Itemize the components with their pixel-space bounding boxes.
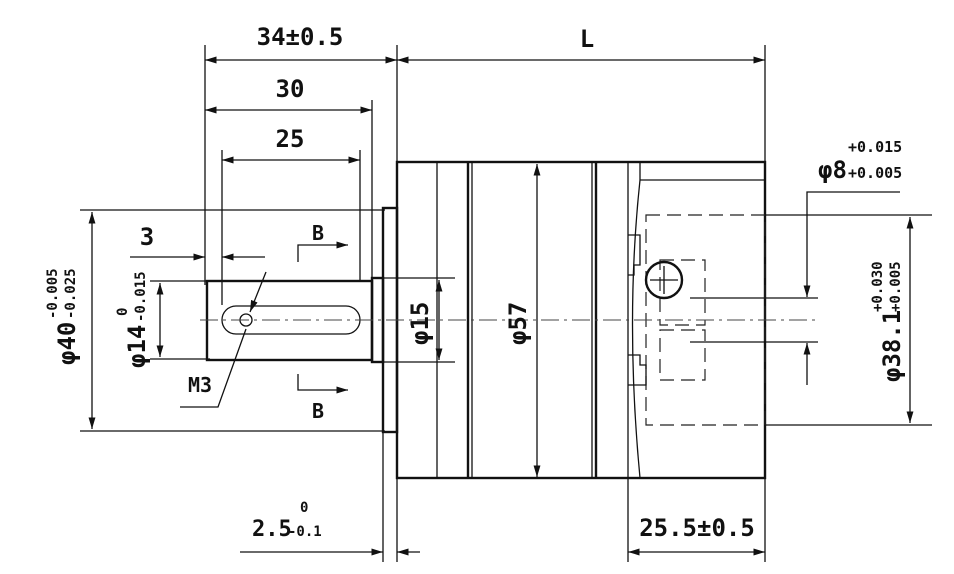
svg-text:0: 0 bbox=[300, 500, 308, 516]
svg-text:+0.015: +0.015 bbox=[848, 138, 902, 156]
dim-30: 30 bbox=[276, 75, 305, 103]
svg-text:-0.005: -0.005 bbox=[45, 268, 61, 319]
svg-text:φ8: φ8 bbox=[818, 156, 847, 184]
dim-phi14: φ14 0 -0.015 bbox=[115, 271, 151, 368]
section-mark-top: B bbox=[312, 221, 324, 245]
svg-text:-0.1: -0.1 bbox=[288, 524, 322, 540]
dim-L: L bbox=[580, 25, 594, 53]
svg-text:-0.015: -0.015 bbox=[133, 271, 149, 322]
svg-text:+0.005: +0.005 bbox=[888, 261, 904, 312]
dim-3: 3 bbox=[140, 223, 154, 251]
thread-label: M3 bbox=[188, 373, 212, 397]
dim-phi38: φ38.1 +0.030 +0.005 bbox=[870, 261, 906, 382]
dim-phi40: φ40 -0.005 -0.025 bbox=[45, 268, 81, 365]
svg-text:0: 0 bbox=[115, 308, 131, 316]
svg-text:φ40: φ40 bbox=[53, 322, 81, 365]
svg-text:2.5: 2.5 bbox=[252, 517, 292, 542]
dim-25: 25 bbox=[276, 125, 305, 153]
svg-text:φ14: φ14 bbox=[123, 325, 151, 368]
dim-34: 34±0.5 bbox=[257, 23, 344, 51]
svg-text:φ38.1: φ38.1 bbox=[878, 310, 906, 382]
svg-text:-0.025: -0.025 bbox=[63, 268, 79, 319]
svg-text:+0.005: +0.005 bbox=[848, 164, 902, 182]
dim-phi15: φ15 bbox=[406, 302, 434, 345]
dim-2-5: 2.5 0 -0.1 bbox=[252, 500, 322, 542]
svg-text:+0.030: +0.030 bbox=[870, 261, 886, 312]
dim-phi57: φ57 bbox=[504, 302, 532, 345]
dimension-lines bbox=[88, 56, 914, 556]
input-bore-circle bbox=[644, 260, 684, 300]
dim-25-5: 25.5±0.5 bbox=[639, 514, 755, 542]
extension-lines bbox=[80, 45, 932, 562]
dim-phi8: φ8 +0.015 +0.005 bbox=[818, 138, 902, 184]
section-mark-bottom: B bbox=[312, 399, 324, 423]
